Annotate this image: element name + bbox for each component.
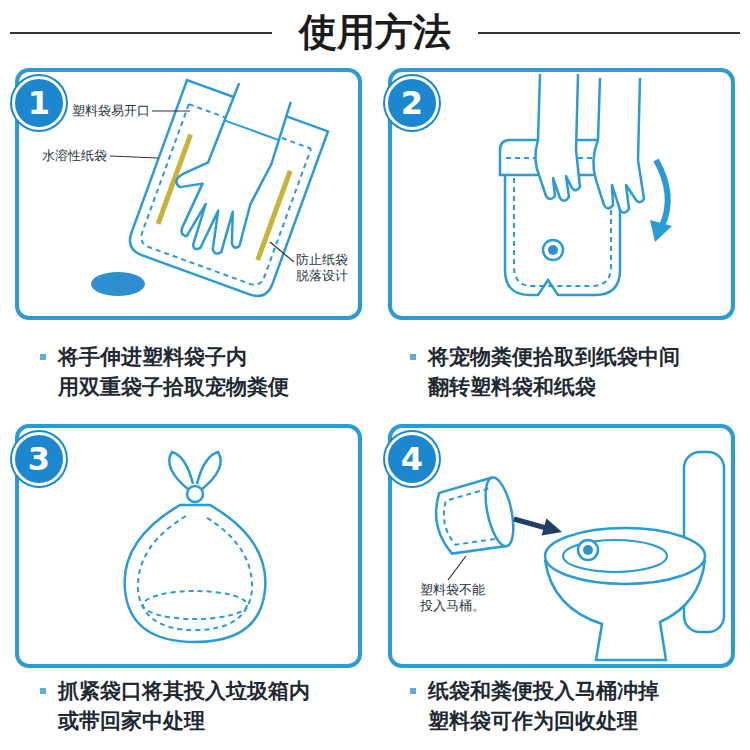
callout-label: 防止纸袋 脱落设计 (296, 252, 356, 284)
tied-paper-bag (138, 516, 252, 630)
tied-bag (125, 505, 266, 642)
flushed-bag (578, 540, 598, 560)
used-paper-bag (439, 489, 499, 549)
bag-bottom (143, 591, 247, 619)
step-number: 3 (28, 443, 50, 475)
step-caption: 将宠物粪便拾取到纸袋中间 翻转塑料袋和纸袋 (428, 342, 728, 402)
caption-bullet (410, 688, 416, 694)
callout-label: 水溶性纸袋 (42, 148, 122, 164)
toilet-hole (563, 540, 667, 572)
title-rule (478, 32, 740, 34)
diagram-title: 使用方法 (0, 7, 750, 57)
caption-bullet (410, 354, 416, 360)
callout-label: 塑料袋易开口 (72, 103, 172, 119)
glove-hand (535, 74, 580, 201)
turn-arrow (656, 160, 668, 226)
step-number: 4 (401, 443, 423, 475)
pet-waste (543, 240, 563, 260)
step-number: 2 (401, 87, 423, 119)
leader-line (110, 156, 158, 158)
step-panel: 2 (388, 68, 735, 320)
bag-knot (187, 486, 203, 502)
leader-line (448, 556, 466, 580)
used-bag-group (430, 475, 518, 559)
leader-line (152, 110, 190, 111)
caption-bullet (40, 688, 46, 694)
drop-arrow (514, 519, 546, 528)
step-caption: 将手伸进塑料袋子内 用双重袋子拾取宠物粪便 (58, 342, 358, 402)
step-panel: 3 (15, 424, 362, 668)
bag-tie (197, 452, 221, 490)
caption-bullet (40, 354, 46, 360)
step-panel: 塑料袋不能 投入马桶。 4 (388, 424, 735, 668)
drop-arrow-head (542, 518, 562, 535)
step-number-circle: 2 (385, 76, 439, 130)
pet-waste (91, 272, 145, 296)
anti-slip-strip (258, 171, 290, 260)
leader-line (270, 242, 294, 262)
turn-arrow-head (650, 220, 672, 242)
step-caption: 抓紧袋口将其投入垃圾箱内 或带回家中处理 (58, 676, 358, 736)
flushed-waste (583, 545, 593, 555)
glove-cuff (225, 120, 280, 140)
step-panel: 塑料袋易开口水溶性纸袋防止纸袋 脱落设计 1 (15, 68, 362, 320)
step-caption: 纸袋和粪便投入马桶冲掉 塑料袋可作为回收处理 (428, 676, 728, 736)
toilet-seat (545, 528, 705, 584)
bag-opening (480, 475, 518, 548)
glove-hand (593, 78, 644, 213)
step-number-circle: 1 (12, 76, 66, 130)
callout-label: 塑料袋不能 投入马桶。 (420, 582, 492, 614)
step-number-circle: 3 (12, 432, 66, 486)
pet-waste-core (548, 245, 558, 255)
step-number: 1 (28, 87, 50, 119)
glove-hand (157, 74, 294, 263)
bag-tie (169, 452, 193, 490)
step-number-circle: 4 (385, 432, 439, 486)
title-rule (10, 32, 272, 34)
